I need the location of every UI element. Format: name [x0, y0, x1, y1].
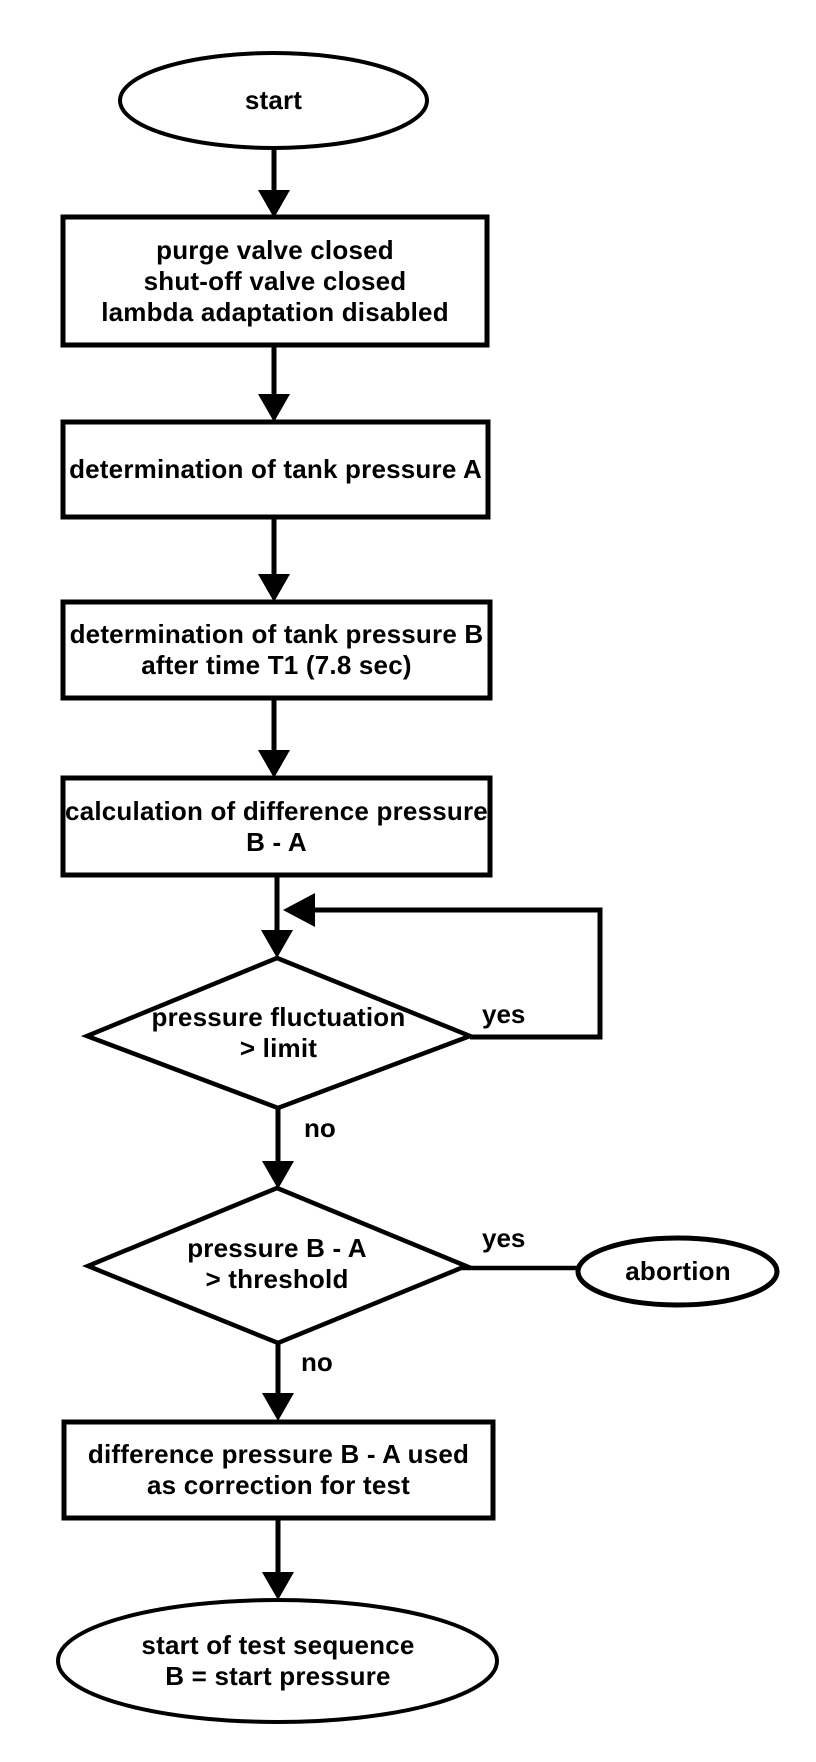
node-tank-pressure-b-line: determination of tank pressure B: [69, 619, 484, 649]
node-correction-line: as correction for test: [146, 1470, 411, 1500]
node-threshold-check-line: > threshold: [205, 1264, 349, 1294]
node-init-line: shut-off valve closed: [143, 265, 407, 296]
node-start-line: start: [244, 85, 303, 115]
edge-label-threshold-no: no: [301, 1347, 333, 1377]
arrowhead-start-init: [258, 190, 290, 218]
node-end-label: start of test sequence B = start pressur…: [58, 1600, 498, 1722]
node-tank-pressure-a-line: determination of tank pressure A: [69, 454, 482, 484]
node-difference-calc-line: calculation of difference pressure: [65, 795, 488, 826]
arrowhead-tank-b-calc: [258, 750, 290, 778]
terminator-abortion-shape: [575, 1235, 780, 1308]
node-abortion-line: abortion: [625, 1256, 731, 1286]
arrowhead-threshold-no: [262, 1393, 294, 1421]
node-difference-calc-label: calculation of difference pressure B - A: [63, 778, 490, 875]
arrowheads: [258, 190, 315, 1600]
node-end-line: start of test sequence: [141, 1630, 415, 1660]
node-fluctuation-check-label: pressure fluctuation > limit: [87, 975, 470, 1090]
node-end-line: B = start pressure: [165, 1661, 391, 1691]
edge-label-fluctuation-yes: yes: [482, 999, 526, 1029]
node-start-label: start: [120, 52, 427, 149]
node-tank-pressure-a-label: determination of tank pressure A: [63, 422, 488, 517]
node-init-label: purge valve closed shut-off valve closed…: [63, 217, 487, 345]
node-fluctuation-check-line: pressure fluctuation: [151, 1001, 406, 1032]
arrowhead-tank-a-tank-b: [258, 574, 290, 602]
node-threshold-check-line: pressure B - A: [187, 1233, 367, 1263]
arrowhead-fluctuation-no: [262, 1161, 294, 1189]
edge-label-fluctuation-no: no: [304, 1113, 336, 1143]
node-fluctuation-check-line: > limit: [239, 1032, 318, 1063]
node-init-line: purge valve closed: [156, 234, 394, 265]
node-threshold-check-label: pressure B - A > threshold: [88, 1205, 466, 1323]
node-correction-label: difference pressure B - A used as correc…: [64, 1422, 493, 1518]
node-correction-line: difference pressure B - A used: [87, 1439, 470, 1469]
node-abortion-label: abortion: [578, 1238, 778, 1305]
arrowhead-init-tank-a: [258, 394, 290, 422]
arrowhead-correction-end: [262, 1572, 294, 1600]
terminator-end-shape: [56, 1598, 499, 1724]
arrowhead-calc-fluctuation: [261, 930, 293, 958]
node-init-line: lambda adaptation disabled: [101, 296, 449, 327]
node-tank-pressure-b-line: after time T1 (7.8 sec): [141, 650, 412, 680]
edge-fluctuation-yes-loop: [313, 907, 603, 1040]
node-tank-pressure-b-label: determination of tank pressure B after t…: [63, 602, 490, 698]
arrowhead-loop-merge: [283, 893, 315, 927]
edge-label-threshold-yes: yes: [482, 1223, 526, 1253]
node-difference-calc-line: B - A: [246, 826, 307, 857]
